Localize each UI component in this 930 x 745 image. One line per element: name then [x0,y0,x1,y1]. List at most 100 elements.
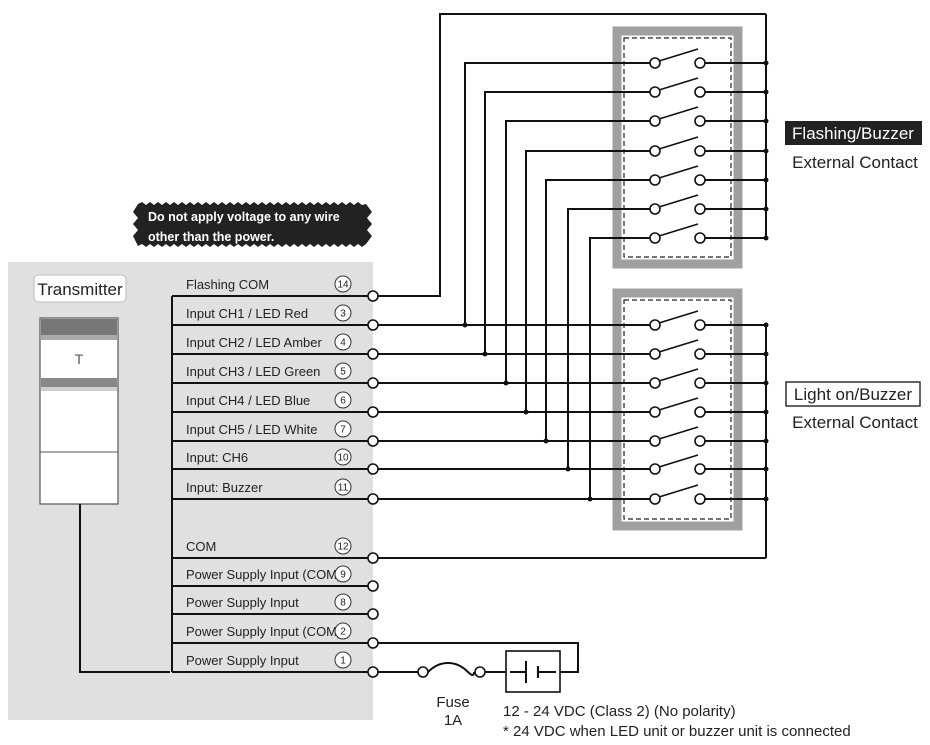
terminal-number: 8 [340,598,346,609]
terminal-screw[interactable] [367,608,379,620]
flashing-tap-wire [525,150,650,412]
terminal-screw[interactable] [367,406,379,418]
terminal-screw[interactable] [367,348,379,360]
switch-lever [658,397,699,411]
terminal-number-badge [334,622,352,640]
light-title: Light on/Buzzer [794,385,912,404]
fuse-icon [427,662,469,673]
switch-lever [658,426,699,440]
transmitter-cable [79,504,170,673]
switch-lever [658,48,699,62]
terminal-screw[interactable] [367,319,379,331]
switch-contact [649,493,661,505]
terminal-number: 14 [337,280,349,291]
switch-lever [658,136,699,150]
transmitter-title: Transmitter [37,280,123,299]
terminal-screw[interactable] [367,463,379,475]
transmitter-band [41,378,117,387]
switch-contact [694,493,706,505]
terminal-screw[interactable] [367,290,379,302]
switch-contact [694,232,706,244]
terminal-number: 3 [340,309,346,320]
switch-contact [649,463,661,475]
switch-contact [649,203,661,215]
terminal-screw[interactable] [367,637,379,649]
switch-lever [658,484,699,498]
flashing-title: Flashing/Buzzer [792,124,914,143]
terminal-number-badge [334,651,352,669]
terminal-screw[interactable] [367,377,379,389]
transmitter-title-box [33,274,127,303]
terminal-number-badge [334,391,352,409]
terminal-label: Input CH4 / LED Blue [186,393,310,408]
flashing-contact-box [612,26,743,269]
terminal-number-badge [334,304,352,322]
terminal-screw[interactable] [367,435,379,447]
terminal-number-badge [334,333,352,351]
warning-badge: Do not apply voltage to any wire other t… [133,202,372,247]
terminal-number: 7 [340,425,346,436]
switch-contact [694,115,706,127]
fuse-rating: 1A [444,712,462,729]
terminal-number: 2 [340,627,346,638]
switch-contact [694,57,706,69]
terminal-number-badge [334,565,352,583]
switch-contact [649,377,661,389]
terminal-label: Input CH5 / LED White [186,422,318,437]
switch-contact [649,348,661,360]
light-title-box [785,381,921,407]
transmitter-cap [41,319,117,335]
terminal-number: 6 [340,396,346,407]
flashing-com-wire [378,13,766,297]
terminal-number-badge [334,420,352,438]
power-note-1: 12 - 24 VDC (Class 2) (No polarity) [503,703,736,720]
power-supply: Fuse 1A 12 - 24 VDC (Class 2) (No polari… [378,642,851,740]
terminal-number: 9 [340,570,346,581]
terminal-number: 11 [338,483,349,494]
switch-contact [694,319,706,331]
terminal-screw[interactable] [367,552,379,564]
switch-lever [658,106,699,120]
switch-contact [649,57,661,69]
terminal-label: Input: CH6 [186,450,248,465]
switch-lever [658,194,699,208]
switch-contact [694,174,706,186]
terminal-number: 5 [340,367,346,378]
switch-contact [694,435,706,447]
power-note-2: * 24 VDC when LED unit or buzzer unit is… [503,723,851,740]
terminal-number: 1 [340,656,346,667]
terminal-screw[interactable] [367,580,379,592]
terminal-number-badge [334,478,352,496]
terminal-screw[interactable] [367,666,379,678]
switch-contact [649,435,661,447]
terminal-label: Power Supply Input [186,653,299,668]
switch-lever [658,454,699,468]
switch-contact [649,232,661,244]
fuse-label: Fuse [436,694,469,711]
switch-contact [694,463,706,475]
terminal-block [171,295,368,673]
switch-contact [694,86,706,98]
transmitter-unit: Transmitter T [33,274,170,673]
switch-contact [694,145,706,157]
terminal-number-badge [334,537,352,555]
transmitter-logo: T [75,351,84,367]
switch-contact [694,377,706,389]
flashing-subtitle: External Contact [792,153,918,172]
terminal-label: Input: Buzzer [186,480,263,495]
terminal-label: Power Supply Input (COM) [186,567,341,582]
fuse-terminal-left [417,666,429,678]
terminal-label: Input CH1 / LED Red [186,306,308,321]
switch-contact [694,203,706,215]
terminal-number-badge [334,362,352,380]
terminal-number: 4 [340,338,346,349]
terminal-label: Input CH2 / LED Amber [186,335,323,350]
terminal-screw[interactable] [367,493,379,505]
switch-contact [694,348,706,360]
switch-contact [649,319,661,331]
switch-contact [649,406,661,418]
flashing-tap-wire [505,120,650,383]
flashing-tap-wire [484,91,650,354]
terminal-number: 10 [337,453,349,464]
